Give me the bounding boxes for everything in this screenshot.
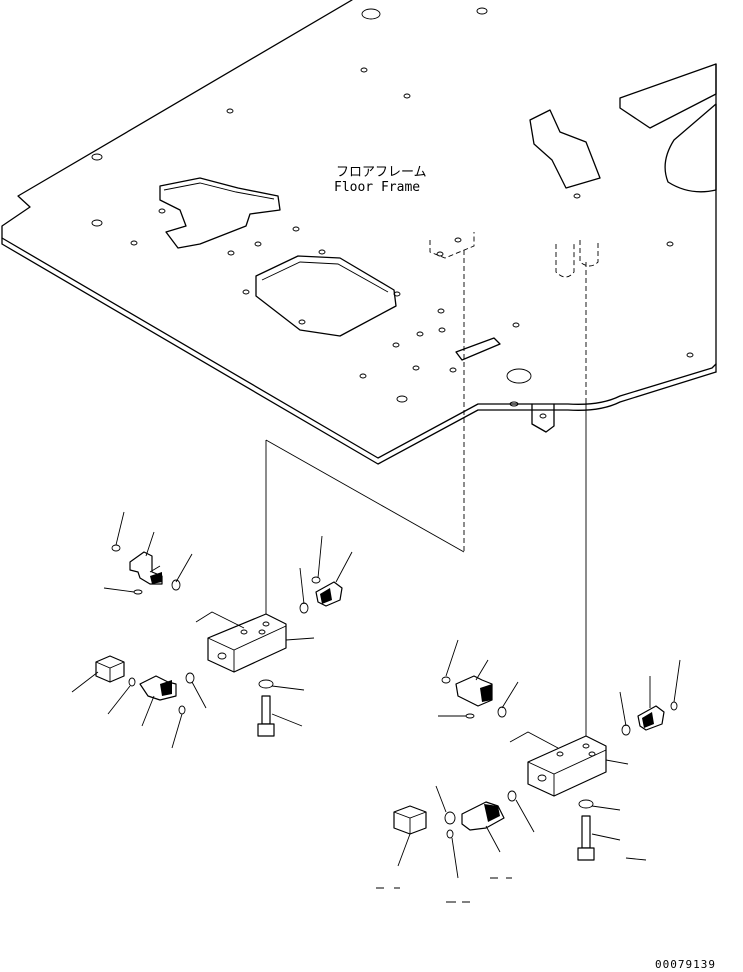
rect-slot bbox=[455, 337, 501, 361]
left-leader-lines bbox=[71, 511, 353, 749]
hanger-bracket bbox=[531, 403, 555, 433]
right-straight-fitting-top-right bbox=[637, 705, 665, 731]
left-washer bbox=[258, 679, 274, 689]
mounting-holes bbox=[91, 7, 694, 407]
cutout-center bbox=[255, 255, 397, 337]
floor-frame-plate bbox=[1, 0, 717, 465]
right-straight-fitting-top-left bbox=[455, 675, 493, 707]
right-cap-nut bbox=[393, 805, 427, 835]
assembly-lines bbox=[265, 250, 587, 742]
drawing-number: 00079139 bbox=[655, 958, 716, 971]
left-elbow-fitting-top bbox=[129, 551, 163, 585]
left-bolt bbox=[257, 695, 275, 737]
slot-upper-right bbox=[619, 63, 717, 129]
right-valve-block bbox=[509, 731, 607, 797]
cutout-upper-left bbox=[159, 177, 281, 249]
slot-right bbox=[664, 103, 717, 193]
right-washer bbox=[578, 799, 594, 809]
left-cap-nut bbox=[95, 655, 125, 683]
hidden-bosses bbox=[429, 232, 599, 278]
floor-frame-label-jp: フロアフレーム bbox=[336, 165, 427, 180]
right-o-rings bbox=[441, 676, 678, 839]
right-straight-fitting-bottom bbox=[461, 801, 505, 831]
left-valve-assembly bbox=[71, 511, 353, 749]
item-number-marks bbox=[376, 877, 512, 903]
right-valve-assembly bbox=[376, 639, 681, 903]
left-straight-fitting-top bbox=[315, 581, 343, 607]
right-bolt bbox=[577, 815, 595, 861]
left-valve-block bbox=[195, 611, 287, 673]
right-leader-lines bbox=[397, 639, 681, 879]
left-elbow-fitting-bottom bbox=[139, 675, 177, 701]
angled-slot bbox=[529, 109, 601, 189]
floor-frame-label-en: Floor Frame bbox=[334, 180, 420, 195]
